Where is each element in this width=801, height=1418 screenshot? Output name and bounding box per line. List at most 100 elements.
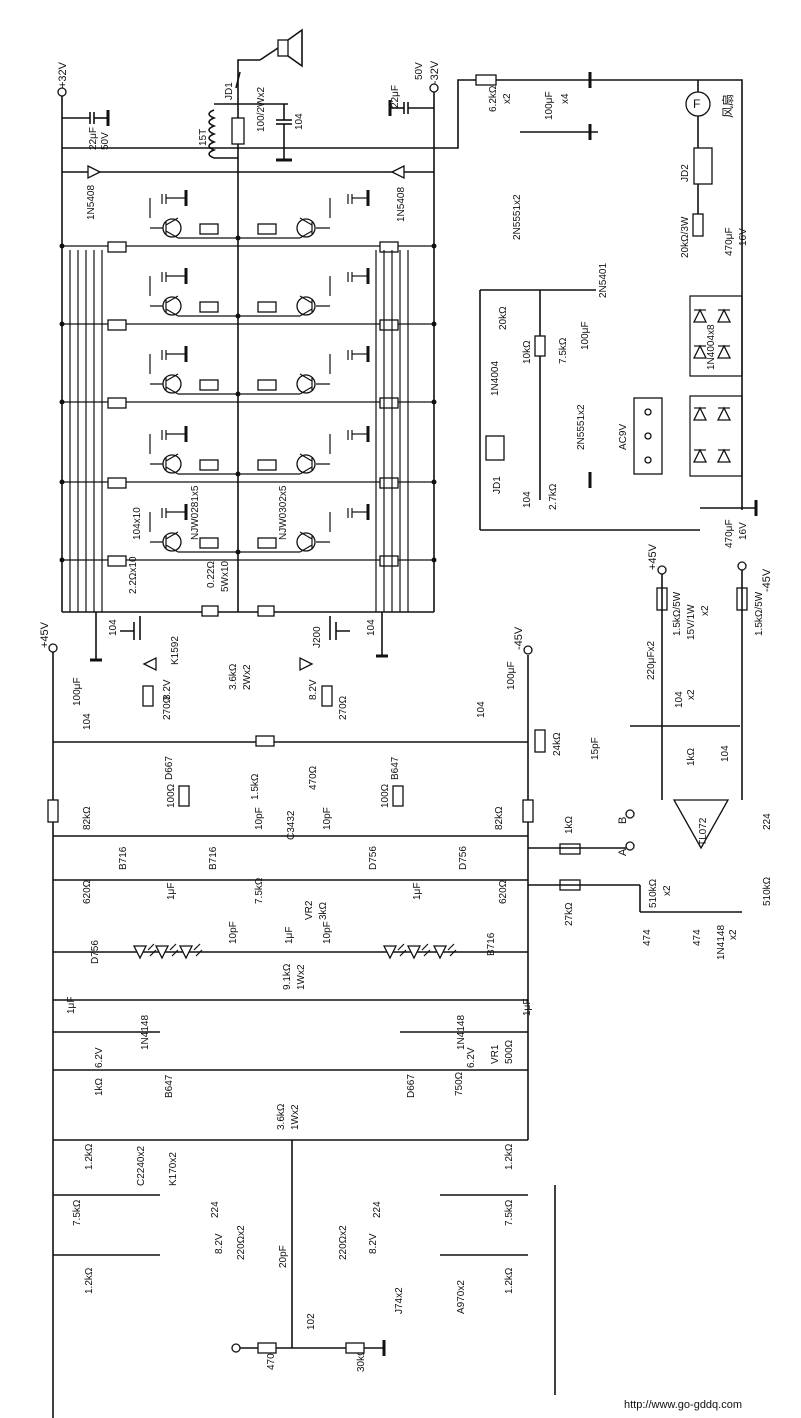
diode-icon: [716, 406, 732, 421]
mosfet-k1592-icon: [120, 616, 141, 640]
emitter-resistor: [199, 301, 219, 313]
terminal-neg32: [429, 83, 439, 93]
center-r-w: 2Wx2: [242, 664, 253, 690]
mosfet-stage: +45V -45V 3.6kΩ 2Wx2 K1592 J200 8.2V 8.2…: [39, 605, 533, 720]
cap-neg32-v: 50V: [414, 62, 425, 80]
z-8v2-in-r: 8.2V: [368, 1233, 379, 1254]
emitter-r-label: 0.22Ω: [206, 561, 217, 588]
servo-neg45: [737, 561, 747, 571]
node-a: [625, 841, 635, 851]
emitter-resistor: [257, 223, 277, 235]
zener-r-label: 8.2V: [308, 679, 319, 700]
c-1u-m: 1μF: [284, 927, 295, 944]
led-icon: [154, 945, 170, 960]
q-b647-label: B647: [390, 756, 401, 780]
servo-r-1k5-a: 1.5kΩ/5W: [672, 591, 683, 636]
emitter-resistor: [257, 537, 277, 549]
z-8v2-in-l: 8.2V: [214, 1233, 225, 1254]
label-pos45: +45V: [39, 621, 51, 648]
led-icon: [178, 945, 194, 960]
r-470-in: 470Ω: [266, 1345, 277, 1370]
c-1u-r: 1μF: [412, 883, 423, 900]
c-1u-l: 1μF: [166, 883, 177, 900]
base-r-label: 2.2Ωx10: [128, 556, 139, 594]
servo-r-510-a: 510kΩ: [648, 878, 659, 908]
r-1k2-c: 1.2kΩ: [504, 1143, 515, 1170]
q-b716-l: B716: [118, 846, 129, 870]
pnp-label: NJW0302x5: [278, 485, 289, 540]
prot-d-4004: 1N4004: [490, 361, 501, 396]
r-620-r: 620Ω: [498, 879, 509, 904]
emitter-resistor: [199, 223, 219, 235]
fan-letter: F: [693, 97, 700, 111]
diode-icon: [716, 344, 732, 359]
zener-left-icon: [142, 656, 157, 672]
servo-r-510-b: 510kΩ: [762, 876, 773, 906]
q-b647-in: B647: [164, 1074, 175, 1098]
c-224-l: 224: [210, 1201, 221, 1218]
prot-r-7k5: 7.5kΩ: [558, 337, 569, 364]
led-icon: [382, 945, 398, 960]
ac-label: AC9V: [618, 424, 629, 450]
diode-icon: [716, 448, 732, 463]
r-82k-l: 82kΩ: [82, 806, 93, 830]
q-d667-in: D667: [406, 1074, 417, 1098]
led-string-right: [382, 943, 457, 960]
emitter-resistor: [257, 301, 277, 313]
vr1-label: VR1: [490, 1044, 501, 1064]
q-d756-m: D756: [368, 846, 379, 870]
diode-l-label: 1N5408: [86, 185, 97, 220]
footer-url: http://www.go-gddq.com: [624, 1399, 742, 1411]
prot-r-10k: 10kΩ: [522, 340, 533, 364]
psu-cap-100u: 100μF: [72, 677, 83, 706]
zener-right-icon: [299, 656, 314, 672]
mosfet-p-label: J200: [312, 626, 323, 648]
led-icon: [406, 945, 422, 960]
base-resistor: [379, 555, 399, 567]
servo-r-1k-b: 1kΩ: [564, 815, 575, 834]
relay-jd1-label: JD1: [224, 82, 235, 100]
q-k170: K170x2: [168, 1152, 179, 1186]
bridge-label: 1N4004x8: [706, 324, 717, 370]
r-470: 470Ω: [308, 765, 319, 790]
servo-c-15p: 15pF: [590, 737, 601, 760]
fan-r-20k: 20kΩ/3W: [680, 216, 691, 258]
prot-c-100u2: 100μF: [580, 321, 591, 350]
r-1k2-b: 1.2kΩ: [84, 1267, 95, 1294]
servo-r-27k: 27kΩ: [564, 902, 575, 926]
cap-pos32-label: 22μF: [88, 127, 99, 150]
z-6v2-l: 6.2V: [94, 1047, 105, 1068]
psu-104-b: 104: [476, 701, 487, 718]
servo-d-4148-n: x2: [728, 929, 739, 940]
node-b: [625, 809, 635, 819]
c-1u-in-r: 1μF: [522, 999, 533, 1016]
r-82k-r: 82kΩ: [494, 806, 505, 830]
c-1u-in-l: 1μF: [66, 997, 77, 1014]
prot-r-6k2-n: x2: [502, 93, 513, 104]
diode-icon: [692, 406, 708, 421]
relay-jd2-icon: [693, 147, 713, 185]
servo-c-104-n: x2: [686, 689, 697, 700]
prot-r-20k: 20kΩ: [498, 306, 509, 330]
terminal-pos45: [48, 643, 58, 653]
z-6v2-r: 6.2V: [466, 1047, 477, 1068]
q-b716-r: B716: [486, 932, 497, 956]
input-terminal: [231, 1343, 241, 1353]
diode-1n5408-left: [87, 164, 102, 180]
emitter-resistor: [199, 379, 219, 391]
npn-label: NJW0281x5: [190, 485, 201, 540]
servo-c-104b: 104: [720, 745, 731, 762]
fan-psu: F 风扇 JD2 20kΩ/3W 470μF 16V 1N4004x8 AC9V…: [598, 79, 758, 548]
base-resistor: [107, 555, 127, 567]
zobel-r-label: 100/2Wx2: [256, 87, 267, 132]
servo-c-220: 220μFx2: [646, 640, 657, 680]
r-7k5-r: 7.5kΩ: [504, 1199, 515, 1226]
relay-jd2: JD2: [680, 164, 691, 182]
servo-d-4148: 1N4148: [716, 925, 727, 960]
r-1k5: 1.5kΩ: [250, 773, 261, 800]
r-620-l: 620Ω: [82, 879, 93, 904]
servo-c-224: 224: [762, 813, 773, 830]
r-7k5-l: 7.5kΩ: [72, 1199, 83, 1226]
terminal-neg45: [523, 645, 533, 655]
